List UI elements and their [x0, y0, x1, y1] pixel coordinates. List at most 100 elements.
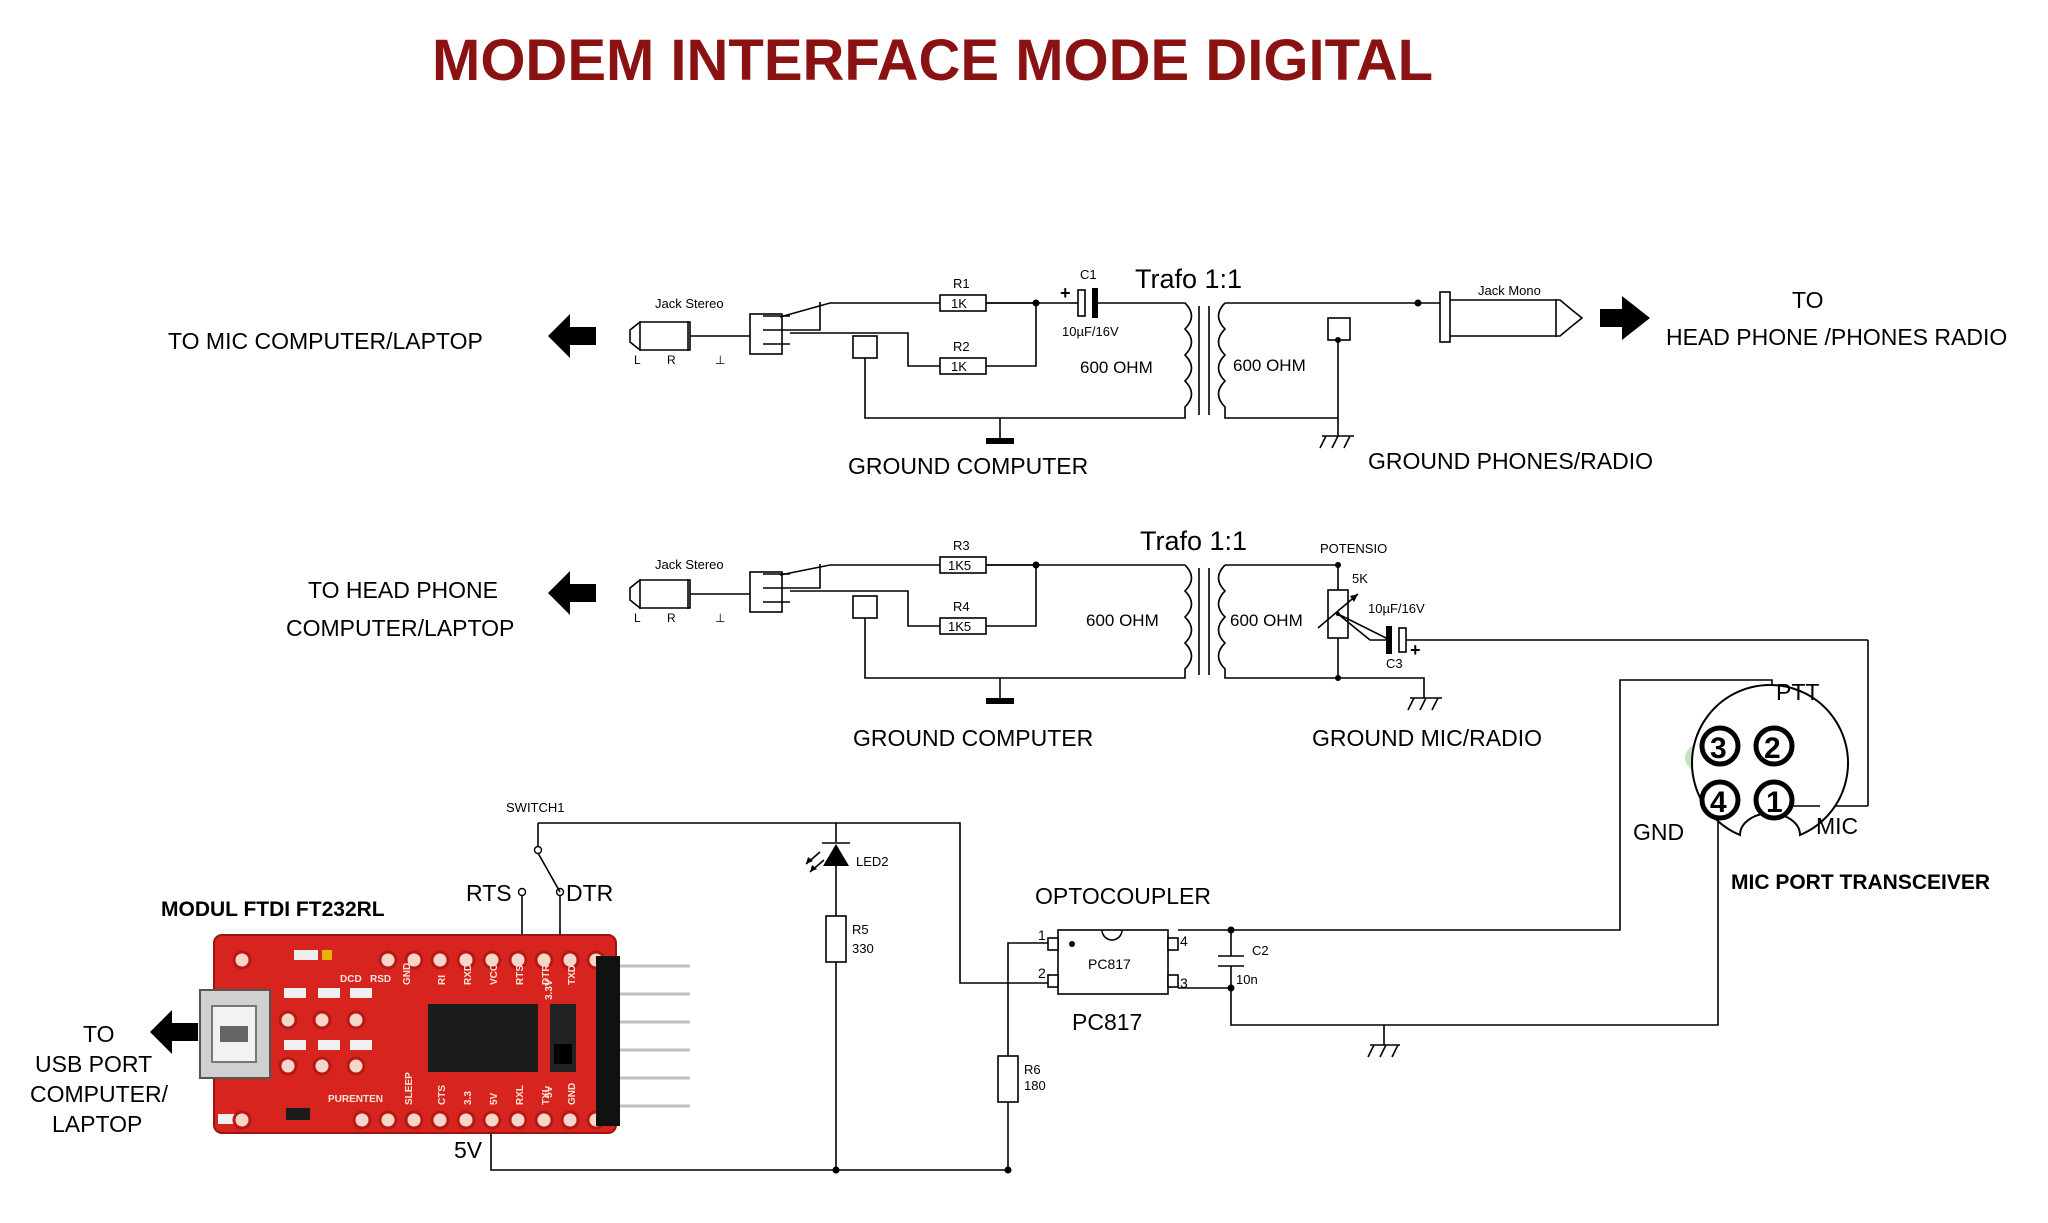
ftdi-side-label: 5V [544, 1085, 555, 1098]
ftdi-side-label: 3.3V [544, 979, 555, 1000]
c1-name: C1 [1080, 267, 1097, 282]
jack-stereo-label-2: Jack Stereo [655, 557, 724, 572]
label-ground-phones-radio: GROUND PHONES/RADIO [1368, 448, 1653, 474]
c3-value: 10µF/16V [1368, 601, 1425, 616]
r3-name: R3 [953, 538, 970, 553]
resistor-r6 [997, 1055, 1019, 1103]
jack-ground-label: ⊥ [715, 611, 725, 625]
ftdi-board: DCD RSD GND RI RXD VCC RTS DTR TXD CTS 3… [199, 934, 690, 1134]
r5-name: R5 [852, 922, 869, 937]
mic-pin-4: 4 [1710, 786, 1727, 819]
r2-name: R2 [953, 339, 970, 354]
arrow-right-icon [1600, 296, 1650, 340]
mic-pin-3: 3 [1710, 732, 1727, 765]
label-ground-computer-2: GROUND COMPUTER [853, 725, 1093, 751]
trafo-label-1: Trafo 1:1 [1135, 264, 1242, 294]
r6-value: 180 [1024, 1078, 1046, 1093]
ohm-left-2: 600 OHM [1086, 611, 1159, 630]
label-to-headphone-radio-2: HEAD PHONE /PHONES RADIO [1666, 324, 2007, 350]
r4-name: R4 [953, 599, 970, 614]
c3-plus: + [1410, 640, 1421, 660]
arrow-left-icon [548, 571, 596, 615]
opto-label: PC817 [1072, 1009, 1142, 1035]
opto-part-number: PC817 [1088, 956, 1131, 972]
ftdi-pin-label: RI [437, 975, 448, 985]
r1-name: R1 [953, 276, 970, 291]
label-ground-computer-1: GROUND COMPUTER [848, 453, 1088, 479]
jack-r-label: R [667, 353, 676, 367]
potensio-label: POTENSIO [1320, 541, 1387, 556]
ftdi-pin-label: RSD [370, 974, 391, 985]
jack-stereo-1: Jack Stereo L R ⊥ [629, 296, 790, 367]
ft232rl-chip [428, 1004, 538, 1072]
ohm-left-1: 600 OHM [1080, 358, 1153, 377]
r1-value: 1K [951, 296, 967, 311]
jack-mono-label: Jack Mono [1478, 283, 1541, 298]
label-to-usb-2: USB PORT [35, 1051, 152, 1077]
ohm-right-1: 600 OHM [1233, 356, 1306, 375]
mic-port-label: MIC PORT TRANSCEIVER [1731, 871, 1990, 894]
mic-port-connector: 3 2 4 1 PTT GND MIC [1633, 679, 1858, 845]
mic-pin-1: 1 [1766, 786, 1783, 819]
opto-pin-2: 2 [1038, 965, 1046, 981]
r3-value: 1K5 [948, 558, 971, 573]
ground-symbol-1 [986, 438, 1014, 444]
ftdi-brand: PURENTEN [328, 1094, 383, 1105]
capacitor-c1: + C1 10µF/16V [1060, 267, 1150, 339]
ptt-label: PTT [1776, 679, 1819, 705]
ftdi-pin-label: RXL [515, 1085, 526, 1105]
page-title: MODEM INTERFACE MODE DIGITAL [432, 28, 1433, 93]
ftdi-module-label: MODUL FTDI FT232RL [161, 898, 385, 921]
arrow-left-icon [150, 1010, 198, 1054]
ftdi-pin-label: VCC [489, 964, 500, 985]
jack-ground-label: ⊥ [715, 353, 725, 367]
ground-symbol-2 [986, 698, 1014, 704]
jack-stereo-label-1: Jack Stereo [655, 296, 724, 311]
label-to-usb-1: TO [83, 1021, 115, 1047]
ftdi-pin-label: TXL [541, 1086, 552, 1105]
arrow-left-icon [548, 314, 596, 358]
ftdi-sleep: SLEEP [404, 1072, 415, 1105]
opto-pin-1: 1 [1038, 927, 1046, 943]
transformer-2: Trafo 1:1 600 OHM 600 OHM [1020, 526, 1338, 679]
trafo-label-2: Trafo 1:1 [1140, 526, 1247, 556]
c3-name: C3 [1386, 656, 1403, 671]
circuit-ptt: SWITCH1 RTS DTR LED2 R5 330 [454, 679, 1773, 1174]
r5-value: 330 [852, 941, 874, 956]
circuit-head-phone-computer: TO HEAD PHONE COMPUTER/LAPTOP Jack Stere… [286, 526, 1869, 807]
r4-value: 1K5 [948, 619, 971, 634]
jack-mono: Jack Mono [1319, 283, 1584, 449]
ftdi-pin-label: 5V [489, 1092, 500, 1105]
circuit-mic-computer: TO MIC COMPUTER/LAPTOP Jack Stereo L R ⊥… [168, 264, 2007, 479]
optocoupler-label: OPTOCOUPLER [1035, 883, 1211, 909]
ftdi-pin-label: GND [567, 1083, 578, 1105]
c1-plus: + [1060, 283, 1071, 303]
r6-name: R6 [1024, 1062, 1041, 1077]
ftdi-pin-label: RTS [515, 965, 526, 985]
capacitor-c3: + 10µF/16V C3 [1337, 601, 1869, 807]
gnd-label: GND [1633, 819, 1684, 845]
ftdi-pin-label: 3.3 [463, 1091, 474, 1105]
switch1-label: SWITCH1 [506, 800, 565, 815]
mic-pin-2: 2 [1764, 732, 1781, 765]
label-to-usb-3: COMPUTER/ [30, 1081, 169, 1107]
jack-l-label: L [634, 611, 641, 625]
dtr-label: DTR [566, 880, 613, 906]
ftdi-pin-label: RXD [463, 964, 474, 985]
transformer-1: Trafo 1:1 600 OHM 600 OHM [1020, 264, 1418, 419]
c2-value: 10n [1236, 972, 1258, 987]
ftdi-pin-label: GND [402, 963, 413, 985]
ftdi-pin-label: TXD [567, 965, 578, 985]
ohm-right-2: 600 OHM [1230, 611, 1303, 630]
ftdi-pin-label: DCD [340, 974, 362, 985]
five-v-label: 5V [454, 1137, 483, 1163]
resistor-r5 [825, 915, 847, 963]
label-to-mic-computer: TO MIC COMPUTER/LAPTOP [168, 328, 483, 354]
ftdi-pin-label: CTS [437, 1085, 448, 1105]
label-to-head-phone-2: COMPUTER/LAPTOP [286, 615, 514, 641]
opto-pin-3: 3 [1180, 975, 1188, 991]
label-to-head-phone-1: TO HEAD PHONE [308, 577, 498, 603]
label-to-usb-4: LAPTOP [52, 1111, 142, 1137]
led2-label: LED2 [856, 854, 889, 869]
